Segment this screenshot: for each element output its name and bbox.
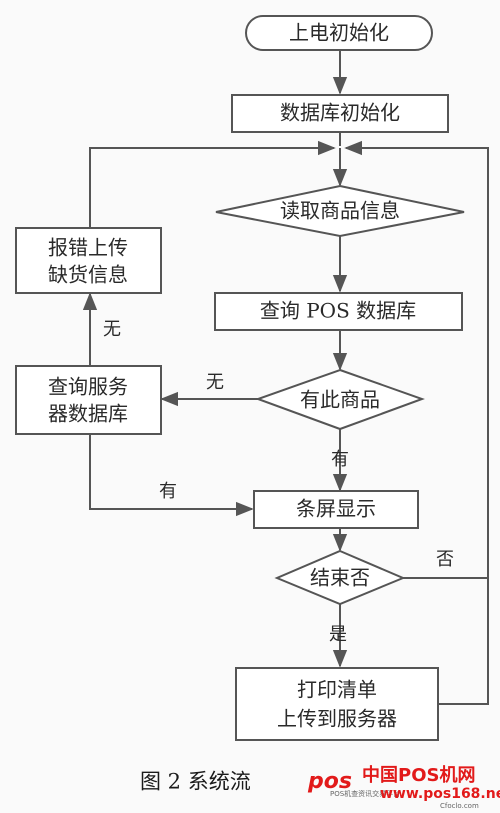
end-check-label: 结束否 bbox=[310, 566, 370, 590]
query-pos-node: 查询 POS 数据库 bbox=[214, 292, 463, 331]
query-server-label-line2: 器数据库 bbox=[48, 402, 128, 426]
end-check-decision: 结束否 bbox=[274, 549, 406, 606]
read-item-label: 读取商品信息 bbox=[280, 199, 400, 223]
watermark-small-text: POS机查资讯交易平台 bbox=[330, 789, 400, 798]
query-pos-label: 查询 POS 数据库 bbox=[260, 299, 416, 323]
report-error-node: 报错上传 缺货信息 bbox=[15, 227, 162, 294]
db-init-label: 数据库初始化 bbox=[280, 101, 400, 125]
figure-caption: 图 2 系统流 bbox=[140, 770, 251, 794]
line-print-loop bbox=[438, 578, 489, 705]
edge-label-done: 是 bbox=[329, 624, 347, 645]
connectors bbox=[82, 50, 489, 705]
read-item-decision: 读取商品信息 bbox=[215, 184, 465, 238]
watermark-site-name: 中国POS机网 bbox=[362, 764, 475, 786]
report-error-label-line2: 缺货信息 bbox=[48, 263, 128, 287]
watermark-corner-text: Cfoclo.com bbox=[440, 802, 479, 810]
print-upload-label-line2: 上传到服务器 bbox=[277, 707, 397, 731]
report-error-label-line1: 报错上传 bbox=[48, 236, 128, 260]
db-init-node: 数据库初始化 bbox=[231, 94, 449, 133]
display-node: 条屏显示 bbox=[253, 490, 419, 529]
start-node: 上电初始化 bbox=[245, 15, 433, 51]
print-upload-label-line1: 打印清单 bbox=[297, 678, 377, 702]
watermark: pos 中国POS机网 POS机查资讯交易平台 www.pos168.net C… bbox=[306, 762, 500, 810]
edge-label-yes-item: 有 bbox=[331, 449, 349, 470]
arrow-server-found-to-display bbox=[89, 434, 254, 517]
display-label: 条屏显示 bbox=[296, 497, 376, 521]
has-item-decision: 有此商品 bbox=[255, 368, 425, 431]
start-node-label: 上电初始化 bbox=[289, 21, 389, 45]
edge-label-yes-server: 有 bbox=[159, 481, 177, 502]
query-server-label-line1: 查询服务 bbox=[48, 375, 128, 399]
watermark-logo: pos bbox=[307, 769, 352, 794]
arrow-not-done-loop bbox=[344, 140, 489, 579]
edge-label-no-server: 无 bbox=[103, 319, 121, 340]
edge-label-not-done: 否 bbox=[436, 549, 454, 570]
query-server-node: 查询服务 器数据库 bbox=[15, 365, 162, 435]
print-upload-node: 打印清单 上传到服务器 bbox=[235, 667, 439, 741]
has-item-label: 有此商品 bbox=[300, 388, 380, 412]
watermark-url: www.pos168.net bbox=[380, 786, 500, 802]
arrow-error-loop bbox=[89, 140, 336, 228]
edge-label-no-item: 无 bbox=[206, 372, 224, 393]
